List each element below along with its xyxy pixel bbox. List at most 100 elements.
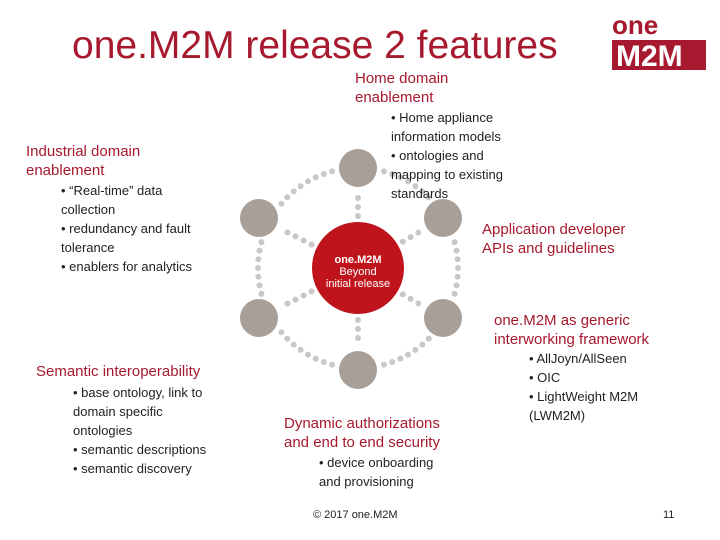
connector-dot xyxy=(380,168,387,175)
connector-dot xyxy=(297,346,304,353)
connector-dot xyxy=(278,329,285,336)
connector-dot xyxy=(255,265,261,271)
connector-dot xyxy=(256,282,263,289)
satellite-node xyxy=(240,299,278,337)
connector-dot xyxy=(425,335,432,342)
bullet-item: • “Real-time” data xyxy=(61,183,163,198)
connector-dot xyxy=(290,188,297,195)
connector-dot xyxy=(290,341,297,348)
connector-dot xyxy=(258,239,265,246)
connector-dot xyxy=(255,256,262,263)
bullet-item: • device onboarding xyxy=(319,455,434,470)
connector-dot xyxy=(312,174,319,181)
onem2m-logo: one M2M xyxy=(606,10,710,73)
heading-line: Dynamic authorizations xyxy=(284,415,440,432)
dotted-connectors xyxy=(255,168,461,368)
satellite-node xyxy=(339,149,377,187)
bullet-item: (LWM2M) xyxy=(529,408,586,423)
satellite-node xyxy=(240,199,278,237)
connector-dot xyxy=(355,326,361,332)
connector-dot xyxy=(397,355,404,362)
security-heading: Dynamic authorizations and end to end se… xyxy=(284,414,440,452)
connector-dot xyxy=(451,290,458,297)
connector-dot xyxy=(455,265,461,271)
satellite-node xyxy=(424,199,462,237)
interworking-heading: one.M2M as generic interworking framewor… xyxy=(494,311,649,349)
center-label: one.M2M Beyond initial release xyxy=(312,254,404,290)
bullet-item: • AllJoyn/AllSeen xyxy=(529,351,627,366)
connector-dot xyxy=(451,239,458,246)
industrial-domain-heading: Industrial domain enablement xyxy=(26,142,140,180)
bullet-item: tolerance xyxy=(61,240,115,255)
connector-dot xyxy=(454,256,461,263)
connector-dot xyxy=(297,183,304,190)
semantic-bullets: • base ontology, link to domain specific… xyxy=(73,383,206,478)
connector-dot xyxy=(412,183,419,190)
connector-dot xyxy=(329,168,336,175)
heading-line: enablement xyxy=(355,89,434,106)
connector-dot xyxy=(389,171,396,177)
bullet-item: • enablers for analytics xyxy=(61,259,193,274)
bullet-item: information models xyxy=(391,129,501,144)
connector-dot xyxy=(407,295,414,302)
bullet-item: domain specific xyxy=(73,404,163,419)
bullet-item: • OIC xyxy=(529,370,561,385)
connector-dot xyxy=(320,171,327,177)
connector-dot xyxy=(453,282,460,289)
footer-copyright: © 2017 one.M2M xyxy=(313,509,398,521)
page-number: 11 xyxy=(663,509,675,521)
connector-dot xyxy=(389,359,396,365)
heading-line: APIs and guidelines xyxy=(482,240,615,257)
center-line-3: initial release xyxy=(325,278,391,290)
connector-dot xyxy=(415,229,422,236)
bullet-item: collection xyxy=(61,202,116,217)
center-line-2: Beyond xyxy=(339,266,377,278)
bullet-item: mapping to existing xyxy=(391,167,504,182)
heading-line: one.M2M as generic xyxy=(494,312,630,329)
connector-dot xyxy=(329,361,336,368)
connector-dot xyxy=(399,291,406,298)
connector-dot xyxy=(300,237,307,244)
security-bullets: • device onboarding and provisioning xyxy=(319,453,433,491)
connector-dot xyxy=(258,290,265,297)
connector-dot xyxy=(300,292,307,299)
connector-dot xyxy=(355,195,361,201)
connector-dot xyxy=(419,188,426,195)
heading-line: Application developer xyxy=(482,221,626,238)
bullet-item: • semantic descriptions xyxy=(73,442,207,457)
center-line-1: one.M2M xyxy=(334,254,382,266)
connector-dot xyxy=(425,194,432,201)
connector-dot xyxy=(284,229,291,236)
bullet-item: • semantic discovery xyxy=(73,461,192,476)
industrial-domain-bullets: • “Real-time” data collection • redundan… xyxy=(61,181,192,276)
connector-dot xyxy=(312,355,319,362)
heading-line: Semantic interoperability xyxy=(36,363,201,380)
connector-dot xyxy=(454,273,461,280)
connector-dot xyxy=(355,204,361,210)
satellite-node xyxy=(339,351,377,389)
connector-dot xyxy=(278,200,285,207)
heading-line: interworking framework xyxy=(494,331,650,348)
connector-dot xyxy=(355,335,361,341)
svg-text:one: one xyxy=(612,10,658,40)
connector-dot xyxy=(405,351,411,358)
connector-dot xyxy=(256,247,263,254)
appdev-heading: Application developer APIs and guideline… xyxy=(482,220,625,258)
bullet-item: • Home appliance xyxy=(391,110,494,125)
connector-dot xyxy=(355,213,361,219)
connector-dot xyxy=(453,247,460,254)
connector-dot xyxy=(380,361,387,368)
connector-dot xyxy=(355,317,361,323)
svg-text:M2M: M2M xyxy=(616,40,683,72)
onem2m-logo-icon: one M2M xyxy=(612,10,706,73)
bullet-item: • base ontology, link to xyxy=(73,385,203,400)
bullet-item: • ontologies and xyxy=(391,148,484,163)
connector-dot xyxy=(412,346,419,353)
heading-line: Industrial domain xyxy=(26,143,141,160)
page-title: one.M2M release 2 features xyxy=(72,24,558,67)
connector-dot xyxy=(284,194,291,201)
heading-line: and end to end security xyxy=(284,434,440,451)
satellite-nodes xyxy=(240,149,462,389)
connector-dot xyxy=(407,234,414,241)
